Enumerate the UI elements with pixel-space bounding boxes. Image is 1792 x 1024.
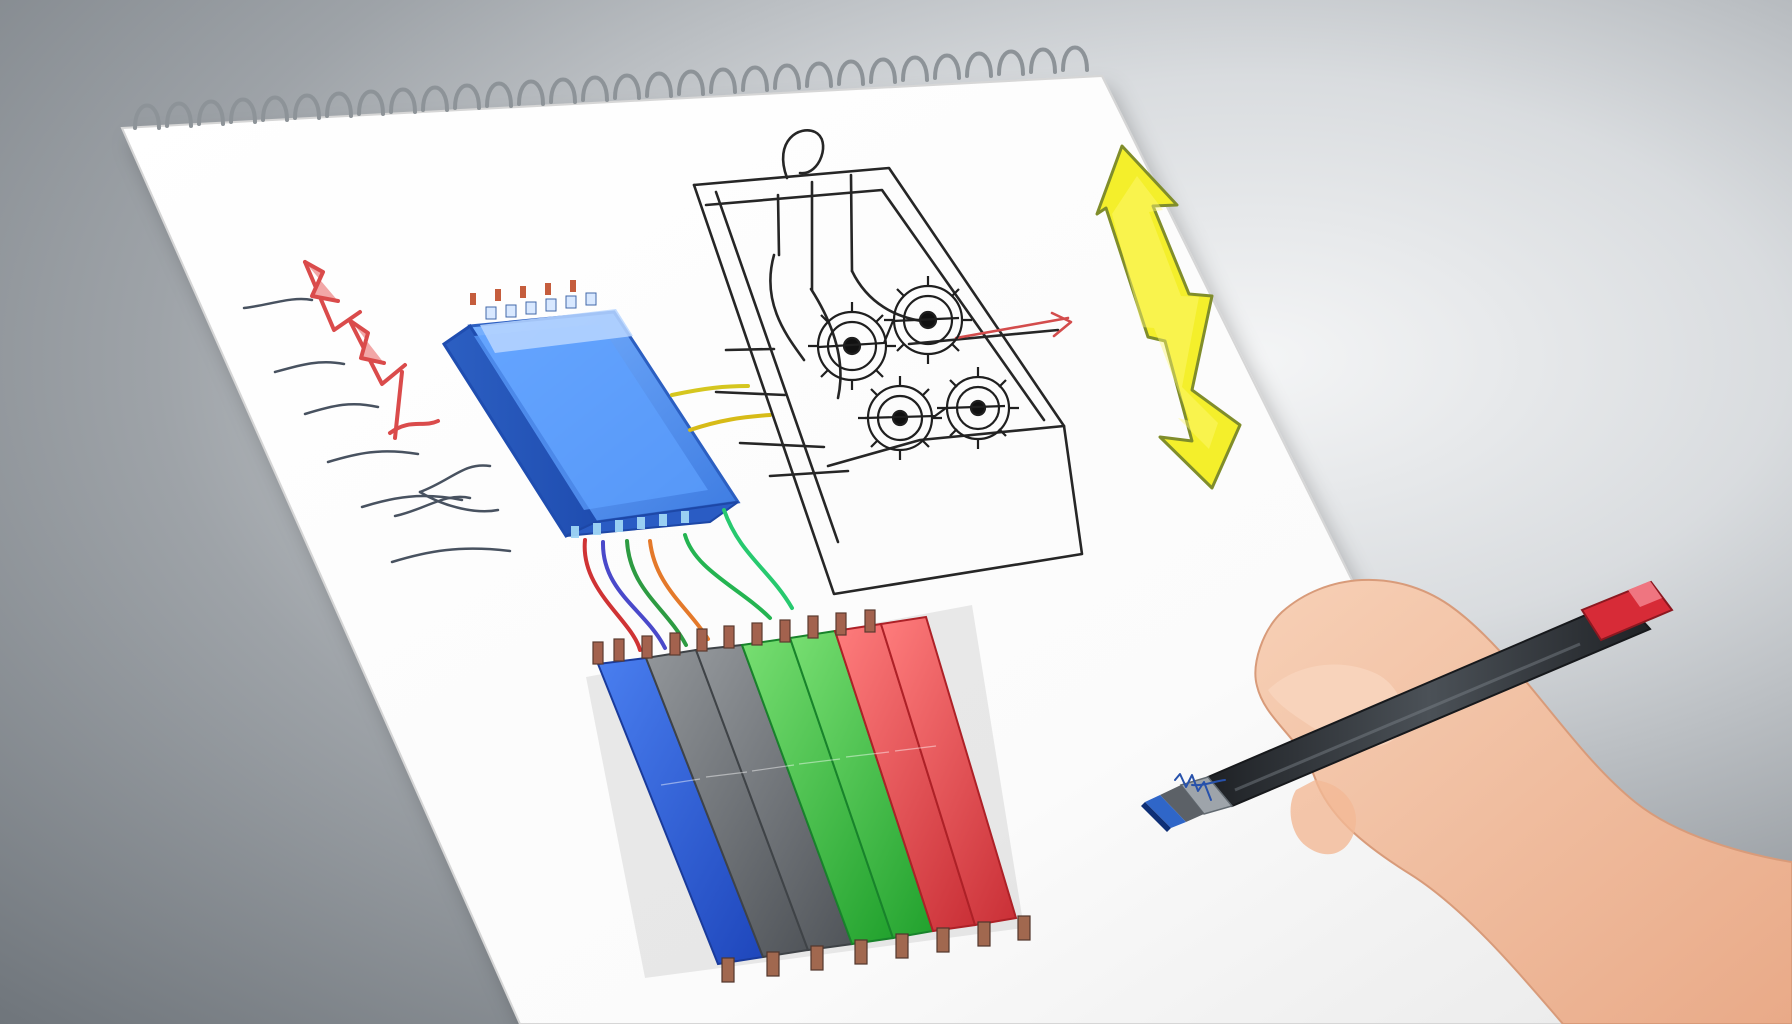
hand-icon [1254, 578, 1792, 1024]
battery-pack-icon [586, 605, 1031, 983]
left-sketch-lines [242, 297, 512, 564]
lightning-bolt-icon [1095, 144, 1242, 490]
pen-sketch-mark [1174, 773, 1226, 801]
pen-icon [1141, 580, 1674, 832]
red-sketch-arrows [303, 260, 440, 440]
spiral-binding-icon [133, 45, 1089, 130]
mechanical-sketch [692, 129, 1084, 596]
gear-icon [808, 276, 1019, 460]
circuit-device-icon [441, 280, 741, 538]
